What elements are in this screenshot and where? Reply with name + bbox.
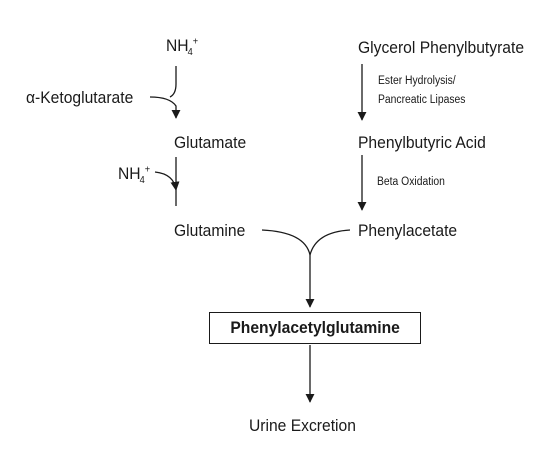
annotation-beta-oxidation: Beta Oxidation <box>377 176 445 188</box>
nh4-top-sup: + <box>192 36 199 48</box>
node-nh4-top: NH4+ <box>166 36 199 59</box>
nh4-mid-sub: 4 <box>139 175 145 187</box>
nh4-mid-base: NH <box>118 164 141 183</box>
nh4-mid-sup: + <box>144 164 151 176</box>
node-glycerol-phenylbutyrate: Glycerol Phenylbutyrate <box>358 38 525 57</box>
annotation-ester-hydrolysis-line1: Ester Hydrolysis/ <box>378 75 456 87</box>
merge-lines <box>261 229 351 256</box>
node-phenylacetylglutamine-box: Phenylacetylglutamine <box>209 312 421 344</box>
node-glutamate: Glutamate <box>174 133 247 152</box>
node-phenylacetylglutamine: Phenylacetylglutamine <box>230 318 400 337</box>
node-phenylbutyric-acid: Phenylbutyric Acid <box>358 133 486 152</box>
arrow-to-glutamine <box>154 157 176 206</box>
node-alpha-ketoglutarate: α-Ketoglutarate <box>26 88 134 107</box>
node-phenylacetate: Phenylacetate <box>358 221 458 240</box>
node-glutamine: Glutamine <box>174 221 246 240</box>
annotation-ester-hydrolysis-line2: Pancreatic Lipases <box>378 94 466 106</box>
arrow-to-glutamate <box>149 66 176 118</box>
node-nh4-mid: NH4+ <box>118 164 151 187</box>
nh4-top-base: NH <box>166 36 189 55</box>
node-urine-excretion: Urine Excretion <box>249 416 356 435</box>
nh4-top-sub: 4 <box>187 47 193 59</box>
